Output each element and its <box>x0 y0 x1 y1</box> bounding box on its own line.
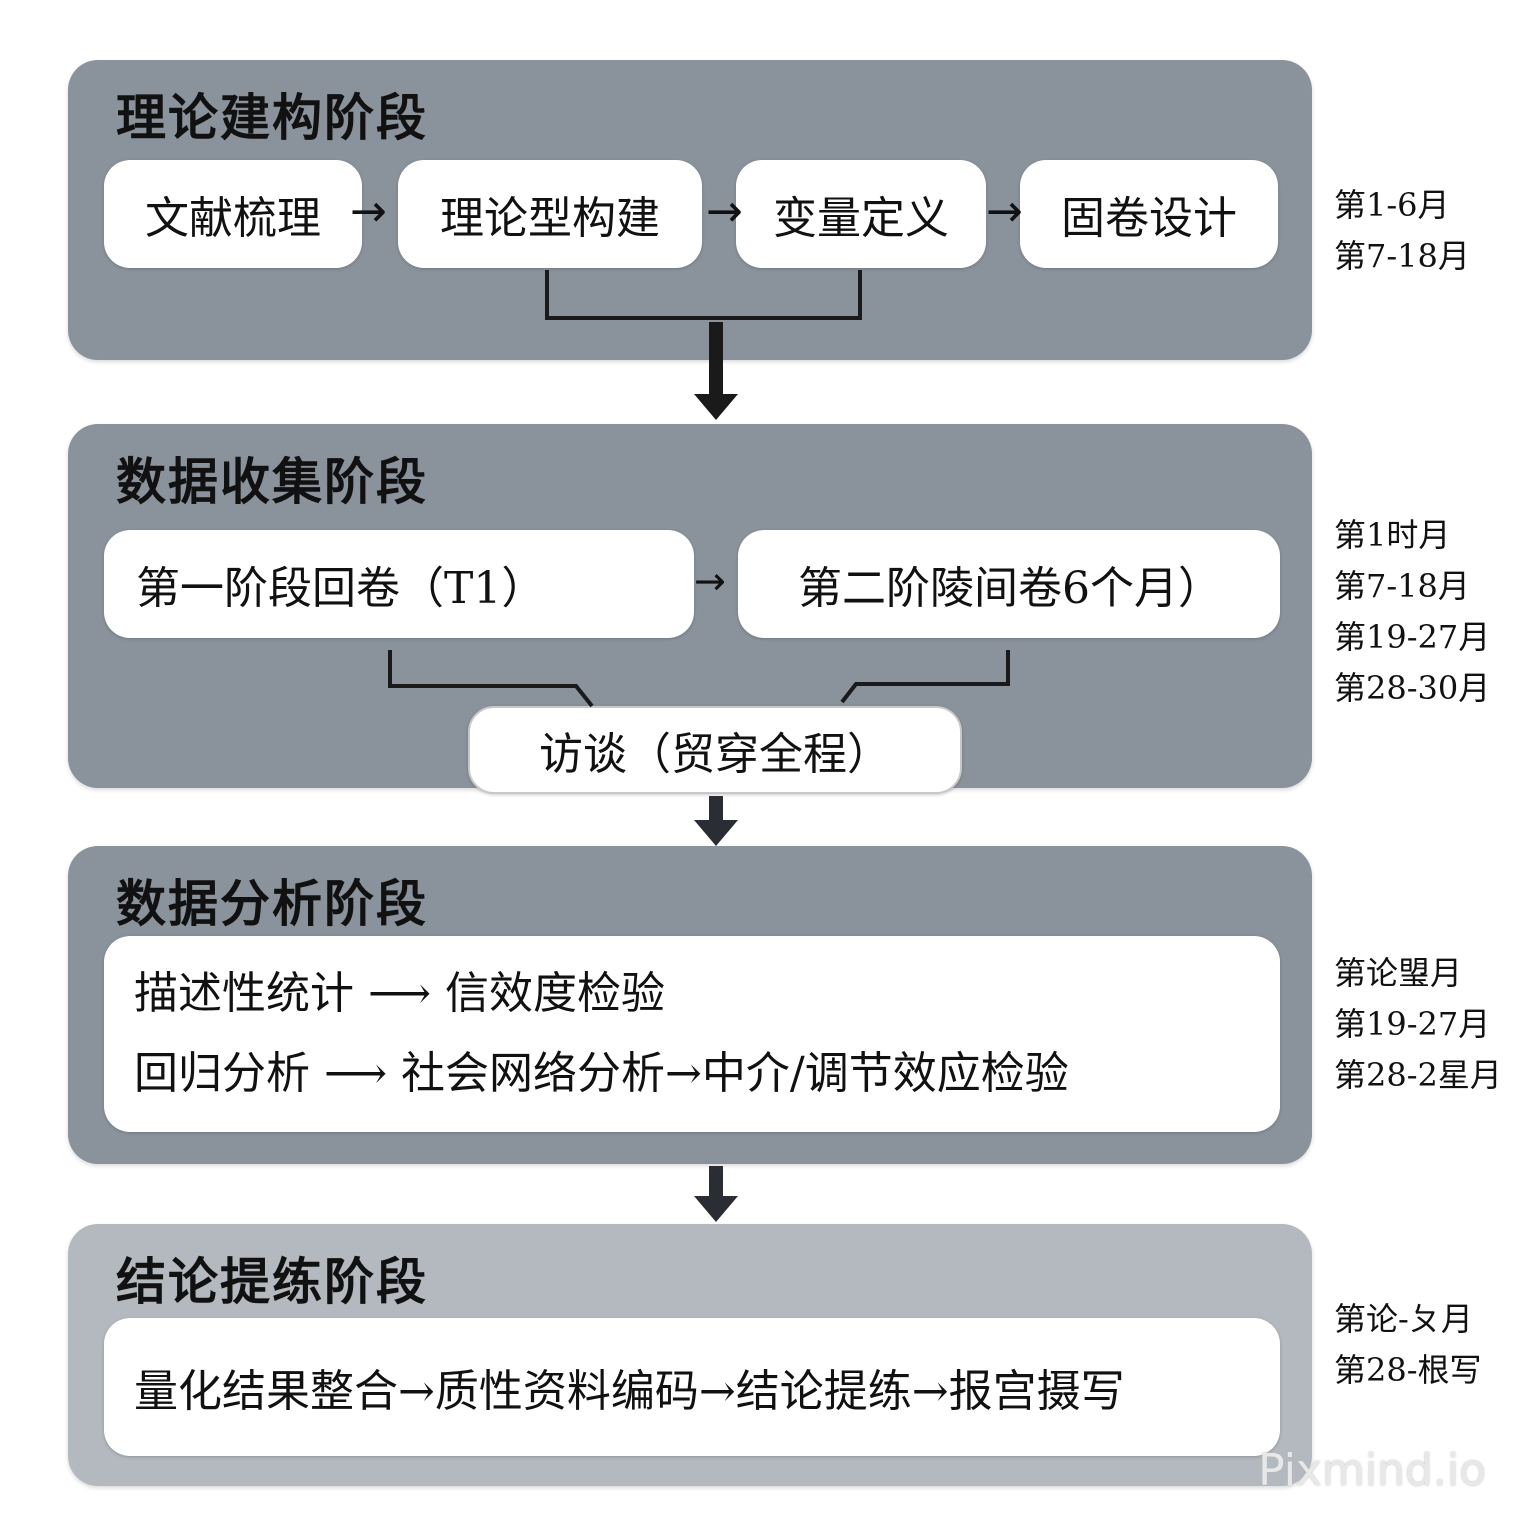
down-arrowhead <box>694 820 738 846</box>
month-label: 第1时月 <box>1334 516 1451 554</box>
month-label: 第19-27月 <box>1334 1005 1491 1043</box>
month-label: 第7-18月 <box>1334 237 1470 275</box>
stage-data-analysis-title: 数据分析阶段 <box>116 875 428 933</box>
box-wave2-questionnaire: 第二阶陵间卷6个月） <box>738 530 1280 638</box>
month-label: 第28-30月 <box>1334 669 1491 707</box>
down-arrowhead <box>694 394 738 420</box>
stage-conclusion-months: 第论-ㄆ月 第28-根写 <box>1334 1294 1482 1396</box>
bracket-connector <box>840 650 1010 704</box>
analysis-line-2: 回归分析 ⟶ 社会网络分析→中介/调节效应检验 <box>134 1048 1069 1099</box>
watermark: Pixmind.io <box>1258 1445 1486 1496</box>
box-interview: 访谈（贸穿全程） <box>468 706 962 794</box>
month-label: 第论琞月 <box>1334 954 1463 992</box>
month-label: 第28-根写 <box>1334 1351 1482 1389</box>
stage-theory-title: 理论建构阶段 <box>116 89 428 147</box>
box-conclusion-steps: 量化结果整合→质性资料编码→结论提练→报宫摄写 <box>104 1318 1280 1456</box>
month-label: 第19-27月 <box>1334 618 1491 656</box>
flow-arrow-2: → <box>706 186 743 237</box>
bracket-connector <box>545 270 862 320</box>
box-wave1-questionnaire: 第一阶段回卷（T1） <box>104 530 694 638</box>
month-label: 第28-2星月 <box>1334 1056 1502 1094</box>
stage-data-collection-months: 第1时月 第7-18月 第19-27月 第28-30月 <box>1334 510 1490 714</box>
month-label: 第论-ㄆ月 <box>1334 1300 1473 1338</box>
down-arrowhead <box>694 1196 738 1222</box>
flow-arrow-3: → <box>986 186 1023 237</box>
stage-theory-months: 第1-6月 第7-18月 <box>1334 180 1470 282</box>
stage-data-analysis-months: 第论琞月 第19-27月 第28-2星月 <box>1334 948 1502 1101</box>
box-variable-definition: 变量定义 <box>736 160 986 268</box>
month-label: 第1-6月 <box>1334 186 1450 224</box>
month-label: 第7-18月 <box>1334 567 1470 605</box>
flow-arrow-4: → <box>694 559 726 603</box>
analysis-line-1: 描述性统计 ⟶ 信效度检验 <box>134 968 666 1019</box>
flow-arrow-1: → <box>350 186 387 237</box>
box-literature-review: 文献梳理 <box>104 160 362 268</box>
stage-conclusion-title: 结论提练阶段 <box>116 1253 428 1311</box>
box-analysis-steps: 描述性统计 ⟶ 信效度检验 回归分析 ⟶ 社会网络分析→中介/调节效应检验 <box>104 936 1280 1132</box>
box-questionnaire-design: 固卷设计 <box>1020 160 1278 268</box>
bracket-connector <box>388 650 594 708</box>
box-theory-construction: 理论型构建 <box>398 160 702 268</box>
stage-data-collection-title: 数据收集阶段 <box>116 453 428 511</box>
